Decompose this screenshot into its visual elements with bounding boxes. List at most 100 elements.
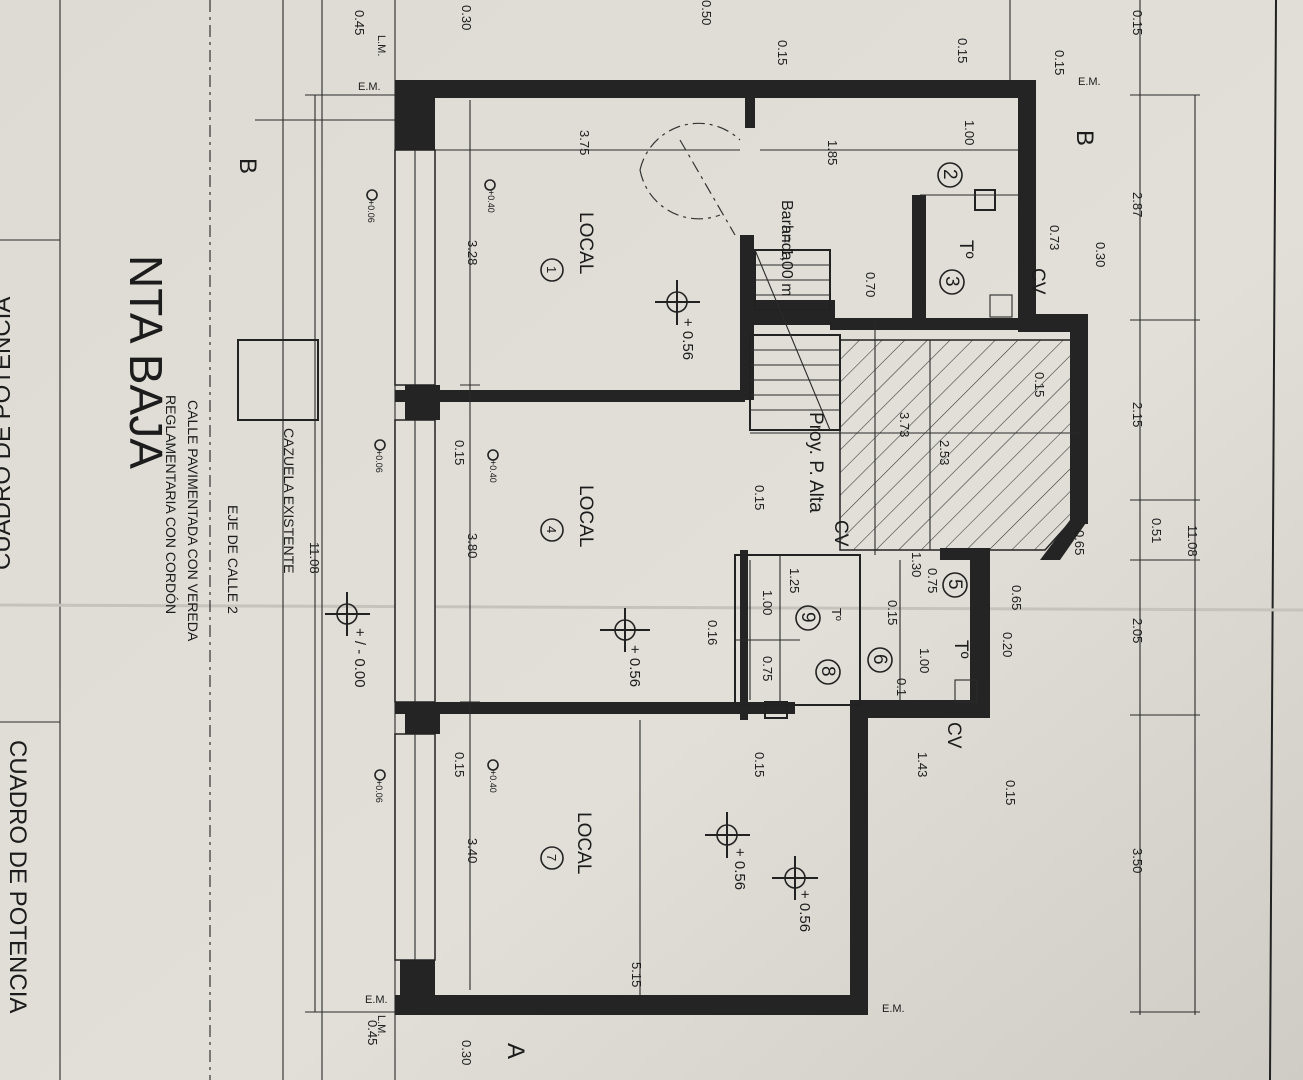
level-marker-local-1: [655, 280, 700, 325]
dim-015-a: 0.15: [452, 440, 467, 465]
room-2-number: 2: [939, 169, 960, 180]
dim-misc-11: 1.25: [787, 568, 802, 593]
level-value-local-7a: + 0.56: [731, 848, 748, 890]
dim-045-bottom: 0.45: [365, 1020, 380, 1045]
dim-right-3: 2.05: [1130, 618, 1145, 643]
em-label-bottom-right: E.M.: [882, 1003, 905, 1015]
sheet-title: NTA BAJA: [120, 255, 172, 469]
dim-075-b: 0.75: [760, 656, 775, 681]
dim-room-1-a: 3.75: [577, 130, 592, 155]
dim-misc-17: 0.1: [894, 678, 909, 696]
em-label-top-right: E.M.: [1078, 76, 1101, 88]
stair: [749, 249, 841, 431]
level-marker-local-7b: [772, 856, 818, 900]
dim-030-top: 0.30: [459, 5, 474, 30]
dim-right-0: 0.15: [1130, 10, 1145, 35]
paper-fold: [0, 603, 1303, 612]
dim-015-h: 0.15: [885, 600, 900, 625]
dim-misc-2: 0.15: [955, 38, 970, 63]
toilet-code-3: Tº: [955, 240, 976, 259]
dim-015-d: 0.15: [752, 752, 767, 777]
level-marker-local-4: [600, 608, 650, 652]
toilet-code-6: Tº: [950, 640, 971, 659]
room-1-name: LOCAL: [575, 212, 596, 274]
upper-floor-projection-label: Proy. P. Alta: [805, 412, 826, 513]
planter-box: [237, 339, 319, 421]
dim-right-2: 2.15: [1130, 402, 1145, 427]
room-4-name: LOCAL: [575, 485, 596, 547]
dim-misc-16: 0.16: [705, 620, 720, 645]
dim-065-b: 0.65: [1009, 585, 1024, 610]
section-mark-b-left: B: [234, 158, 261, 174]
level-marker-local-7a: [705, 812, 750, 858]
facade-openings: [394, 149, 436, 961]
walls: [395, 80, 1088, 1015]
dim-misc-3: 0.73: [1047, 225, 1062, 250]
planter-label: CAZUELA EXISTENTE: [281, 428, 297, 573]
dim-misc-14: 0.45: [352, 10, 367, 35]
dim-030-bottom: 0.30: [459, 1040, 474, 1065]
level-value-threshold-2: +0.40: [488, 460, 498, 483]
level-value-sidewalk-2: +0.06: [374, 450, 384, 473]
dim-room-7-depth: 5.15: [629, 962, 644, 987]
lm-label-bottom: L.M.: [375, 1015, 387, 1036]
railing-height: h= 1,00 m: [778, 225, 795, 297]
level-value-local-7b: + 0.56: [796, 890, 813, 932]
room-3-number: 3: [941, 276, 962, 287]
level-value-sidewalk-3: +0.06: [374, 780, 384, 803]
room-7-tag: [540, 846, 564, 870]
section-mark-a: A: [502, 1043, 529, 1059]
level-value-street: + / - 0.00: [351, 628, 368, 688]
dim-100-b: 1.00: [760, 590, 775, 615]
dim-room-7: 3.40: [465, 838, 480, 863]
level-value-threshold-3: +0.40: [488, 770, 498, 793]
sheet-border-right: [1269, 0, 1277, 1080]
room-8-number: 8: [817, 666, 838, 677]
section-mark-b-right: B: [1071, 130, 1098, 146]
dim-total-right: 11.08: [1185, 525, 1200, 557]
dim-misc-6: 3.73: [897, 412, 912, 437]
em-label-top-left: E.M.: [358, 81, 381, 93]
street-note-line2: REGLAMENTARIA CON CORDÓN: [163, 395, 179, 614]
dimension-lines: [305, 0, 1200, 1015]
room-4-tag: [540, 518, 564, 542]
table-label-bottom-right: CUADRO DE POTENCIA: [4, 740, 31, 1013]
dim-right-4: 3.50: [1130, 848, 1145, 873]
dim-misc-8: 0.65: [1072, 530, 1087, 555]
level-marker-street: [325, 592, 370, 636]
dim-015-f: 0.15: [1003, 780, 1018, 805]
em-label-bottom-left: E.M.: [365, 994, 388, 1006]
level-value-local-1: + 0.56: [679, 318, 696, 360]
door-swings: [639, 122, 741, 236]
railing-label: Baranda: [778, 200, 795, 261]
dim-right-1: 2.87: [1130, 192, 1145, 217]
room-5-number: 5: [944, 579, 965, 590]
dim-misc-18: 1.00: [917, 648, 932, 673]
dim-room-1-b: 3.28: [465, 240, 480, 265]
dim-total-left: 11.08: [307, 542, 322, 574]
dim-015-c: 0.15: [752, 485, 767, 510]
street-note-line1: CALLE PAVIMENTADA CON VEREDA: [185, 400, 201, 642]
cv-code-3: CV: [943, 722, 964, 749]
level-markers: [325, 179, 818, 900]
room-6-number: 6: [869, 654, 890, 665]
dim-right-5: 0.51: [1149, 518, 1164, 543]
dim-015-e: 0.15: [1032, 372, 1047, 397]
cv-code-1: CV: [1027, 268, 1048, 295]
dim-misc-13: 0.75: [925, 568, 940, 593]
room-7-number: 7: [544, 854, 559, 861]
dim-misc-4: 0.30: [1093, 242, 1108, 267]
street-axis-label: EJE DE CALLE 2: [225, 505, 241, 614]
room-1-number: 1: [544, 266, 559, 273]
level-value-sidewalk-1: +0.06: [366, 200, 376, 223]
upper-floor-projection-hatch: [839, 339, 1073, 551]
dim-misc-12: 1.30: [909, 552, 924, 577]
dim-misc-10: 1.43: [915, 752, 930, 777]
dim-misc-0: 1.85: [825, 140, 840, 165]
table-label-bottom-left: CUADRO DE POTENCIA: [0, 297, 16, 570]
level-value-local-4: + 0.56: [626, 645, 643, 687]
room-7-name: LOCAL: [573, 812, 594, 874]
lm-label-top: L.M.: [375, 35, 387, 56]
